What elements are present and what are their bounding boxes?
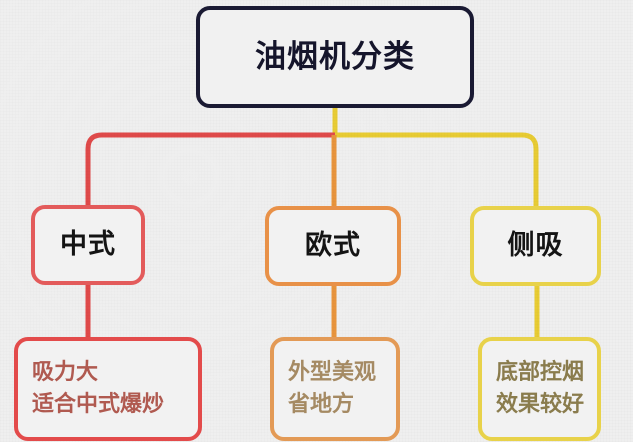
leaf-node-side-suction-line-2: 效果较好	[496, 392, 585, 417]
branch-node-european[interactable]: 欧式	[265, 206, 401, 286]
leaf-node-chinese[interactable]: 吸力大 适合中式爆炒	[14, 337, 202, 441]
leaf-node-european-line-2: 省地方	[288, 392, 355, 417]
leaf-node-chinese-line-1: 吸力大	[32, 360, 99, 386]
branch-node-european-label: 欧式	[305, 230, 361, 262]
branch-node-side-suction[interactable]: 侧吸	[470, 206, 601, 286]
leaf-node-european-line-1: 外型美观	[288, 360, 377, 386]
branch-node-chinese-label: 中式	[60, 229, 116, 261]
connector-root-to-side-suction	[335, 132, 539, 206]
branch-node-chinese[interactable]: 中式	[31, 205, 145, 285]
leaf-node-european[interactable]: 外型美观 省地方	[270, 337, 400, 441]
leaf-node-side-suction-line-1: 底部控烟	[496, 360, 585, 386]
root-node[interactable]: 油烟机分类	[196, 6, 474, 108]
connector-root-to-chinese	[85, 132, 335, 205]
root-node-label: 油烟机分类	[255, 38, 415, 75]
leaf-node-side-suction[interactable]: 底部控烟 效果较好	[478, 337, 601, 441]
leaf-node-chinese-line-2: 适合中式爆炒	[32, 392, 165, 417]
branch-node-side-suction-label: 侧吸	[507, 230, 564, 262]
